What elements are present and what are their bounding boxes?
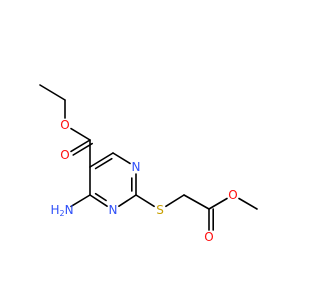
atom-label: O <box>228 188 237 202</box>
bond-line <box>208 197 228 210</box>
bond-line <box>238 197 258 210</box>
atom-thioether-s: S <box>156 203 164 217</box>
bond-thioether-s-methylene-c <box>165 194 185 208</box>
bond-acid-carbonyl-c-acid-o-single <box>208 197 228 210</box>
atom-acid-o-single: O <box>228 188 237 202</box>
bond-ring-c2-thioether-s <box>135 194 155 208</box>
atom-label: N <box>109 203 118 217</box>
atom-label: O <box>60 148 69 162</box>
bond-ester-carbonyl-c-ester-o-double <box>70 139 93 156</box>
atom-ester-o-double: O <box>60 148 69 162</box>
bond-line <box>135 194 155 208</box>
atom-acid-o-double: O <box>204 230 213 244</box>
bond-line-second <box>72 142 93 156</box>
bond-ring-n1-ring-c2 <box>131 173 137 196</box>
bond-line <box>70 139 91 153</box>
bond-line <box>39 84 66 101</box>
bond-line <box>89 194 108 207</box>
atom-label-layer: O O N N H2N S O O <box>50 118 237 244</box>
bond-line-inner <box>94 157 113 170</box>
bond-acid-carbonyl-c-acid-o-double <box>208 208 214 231</box>
bond-line <box>89 152 114 168</box>
bond-ring-n3-ring-c4 <box>89 192 108 207</box>
bond-line <box>70 127 91 141</box>
atom-label: O <box>204 230 213 244</box>
bond-ring-c6-ring-n1 <box>112 152 131 165</box>
bond-ring-c5-ring-c6 <box>89 152 114 170</box>
background <box>0 0 300 300</box>
bond-acid-o-single-methyl-c <box>238 197 258 210</box>
atom-label: S <box>156 203 164 217</box>
bond-ester-o-single-ester-carbonyl-c <box>70 127 91 141</box>
bond-line <box>183 194 210 210</box>
atom-ester-o-single: O <box>60 118 69 132</box>
molecule-diagram: O O N N H2N S O O <box>0 0 300 300</box>
atom-label: O <box>60 118 69 132</box>
bond-methylene-c-acid-carbonyl-c <box>183 194 210 210</box>
bond-line <box>112 152 131 165</box>
atom-label: N <box>132 160 141 174</box>
bond-ring-c4-amine-n <box>70 194 91 208</box>
bond-line <box>118 194 137 207</box>
bond-line-inner <box>94 192 107 202</box>
bond-layer <box>39 84 258 231</box>
bond-line <box>165 194 185 208</box>
atom-label: H2N <box>50 203 73 218</box>
bond-ring-c2-ring-n3 <box>118 194 137 207</box>
atom-ring-n1: N <box>132 160 141 174</box>
bond-ethyl-ch3-ethyl-ch2 <box>39 84 66 101</box>
bond-line <box>70 194 91 208</box>
atom-ring-n3: N <box>109 203 118 217</box>
atom-amine-n: H2N <box>50 203 73 218</box>
